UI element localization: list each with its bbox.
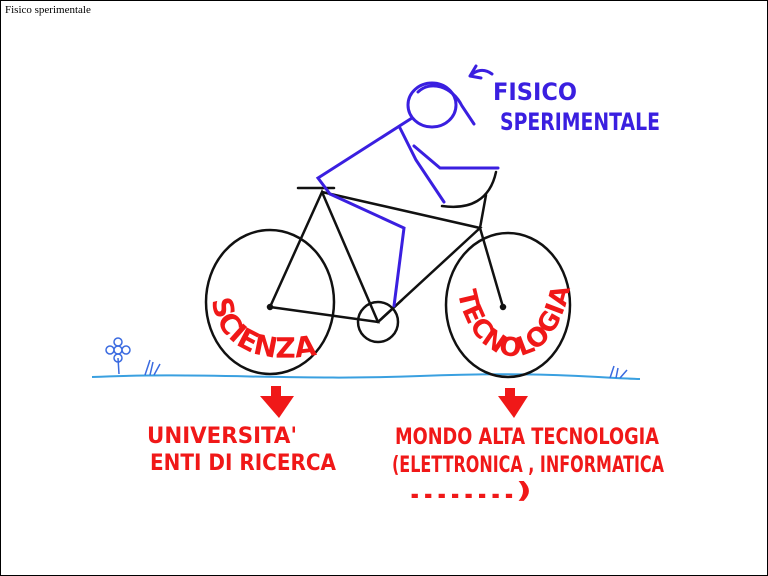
science-line2: ENTI DI RICERCA bbox=[150, 451, 336, 476]
bicycle bbox=[204, 170, 572, 379]
rider-label-line1: FISICO bbox=[493, 78, 577, 106]
science-line1: UNIVERSITA' bbox=[147, 424, 297, 449]
grass-tuft bbox=[144, 359, 161, 376]
rear-wheel-label: SCIENZA bbox=[205, 294, 319, 365]
front-wheel bbox=[444, 231, 572, 379]
crank bbox=[376, 298, 404, 324]
arrow-down-icon bbox=[498, 388, 528, 418]
rider-forearm bbox=[412, 144, 500, 170]
rider-arm bbox=[398, 126, 446, 204]
chainring bbox=[356, 300, 400, 344]
rider-head bbox=[406, 81, 458, 129]
pointer-arrow-icon bbox=[468, 64, 494, 80]
arrow-down-icon bbox=[260, 386, 294, 418]
rider bbox=[315, 81, 500, 308]
flower-icon bbox=[105, 337, 131, 375]
ground-line bbox=[91, 373, 641, 380]
rider-label-line2: SPERIMENTALE bbox=[500, 108, 660, 136]
cap-visor bbox=[416, 84, 476, 126]
window-title: Fisico sperimentale bbox=[5, 4, 91, 16]
rider-leg bbox=[328, 192, 406, 308]
grass-tuft bbox=[609, 365, 628, 379]
tech-line3: ........) bbox=[408, 479, 532, 504]
handlebar bbox=[440, 170, 498, 209]
front-wheel-label: TECNOLOGIA bbox=[451, 282, 577, 364]
bike-frame bbox=[268, 188, 505, 324]
rider-torso bbox=[315, 116, 414, 196]
rear-wheel bbox=[204, 228, 336, 376]
tech-line1: MONDO ALTA TECNOLOGIA bbox=[395, 425, 659, 450]
tech-line2: (ELETTRONICA , INFORMATICA bbox=[392, 453, 664, 478]
